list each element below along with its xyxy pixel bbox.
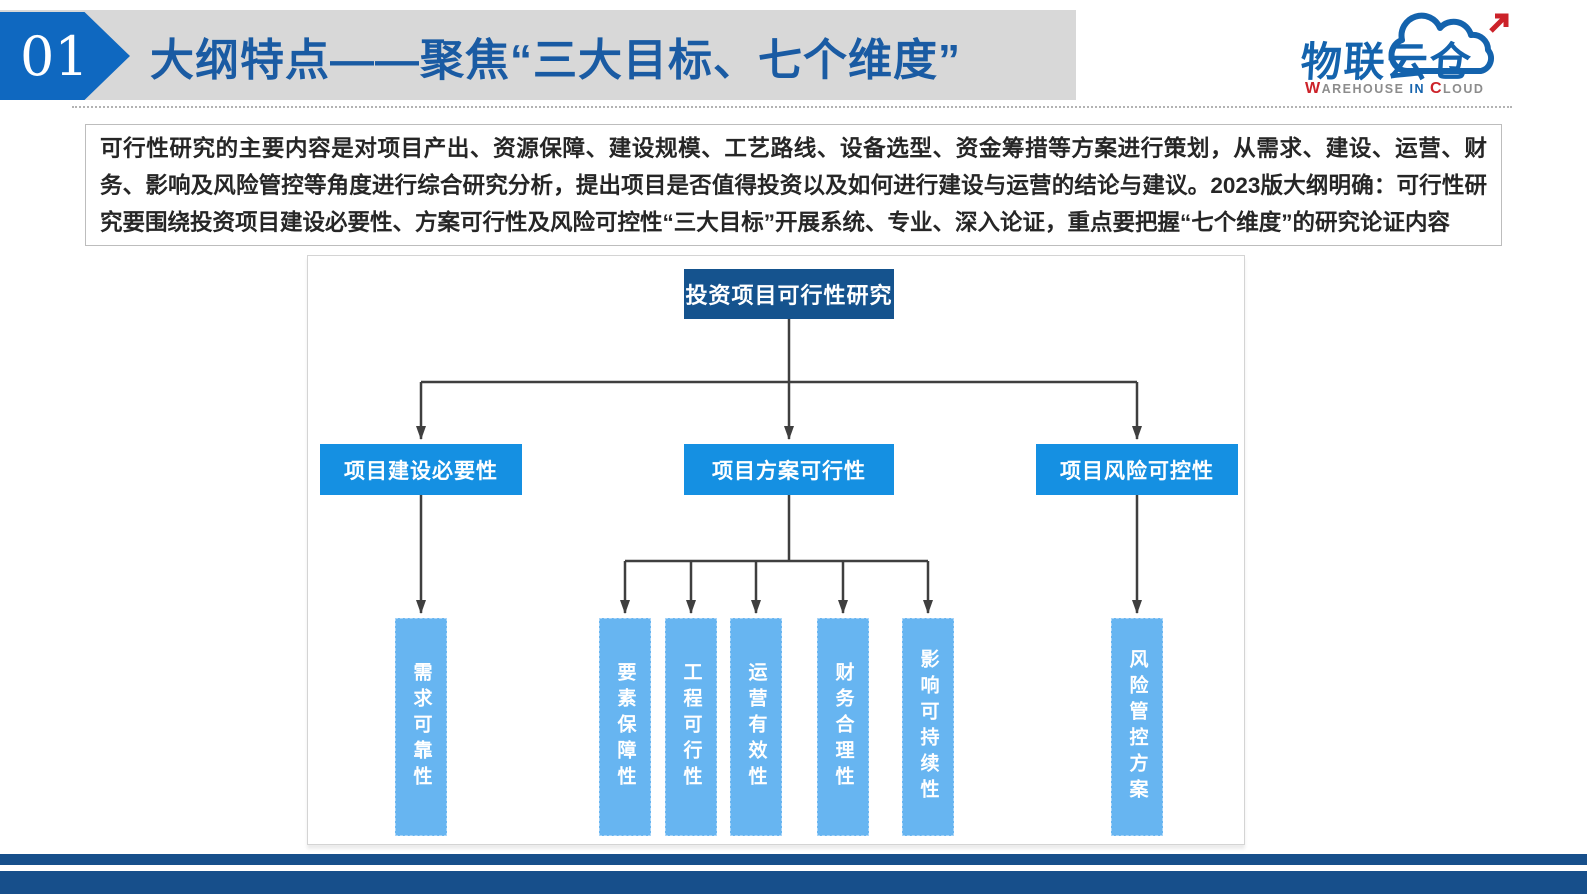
leaf-node: 工程可行性 xyxy=(665,618,717,836)
leaf-node: 财务合理性 xyxy=(817,618,869,836)
header-bar xyxy=(0,10,1076,100)
leaf-node: 要素保障性 xyxy=(599,618,651,836)
section-number: 01 xyxy=(20,24,89,88)
logo-subtitle-segment: LOUD xyxy=(1443,82,1485,96)
branch-node-feasibility: 项目方案可行性 xyxy=(684,444,894,495)
logo-subtitle-segment: AREHOUSE xyxy=(1321,82,1405,96)
diagram-panel: 投资项目可行性研究 项目建设必要性 项目方案可行性 项目风险可控性 需求可靠性 … xyxy=(307,255,1245,845)
branch-node-necessity: 项目建设必要性 xyxy=(320,444,522,495)
intro-text: 可行性研究的主要内容是对项目产出、资源保障、建设规模、工艺路线、设备选型、资金筹… xyxy=(100,136,1487,235)
footer-bar-thick xyxy=(0,871,1587,894)
leaf-node: 需求可靠性 xyxy=(395,618,447,836)
logo-subtitle-segment: N xyxy=(1414,82,1425,96)
logo-subtitle-segment: I xyxy=(1409,82,1415,96)
logo-text: 物联云仓 xyxy=(1299,39,1474,85)
leaf-node: 影响可持续性 xyxy=(902,618,954,836)
cloud-icon xyxy=(1388,12,1509,74)
footer-bar-thin xyxy=(0,854,1587,865)
page-title: 大纲特点——聚焦“三大目标、七个维度” xyxy=(150,36,961,85)
branch-node-risk: 项目风险可控性 xyxy=(1036,444,1238,495)
leaf-node: 运营有效性 xyxy=(730,618,782,836)
dotted-divider xyxy=(72,106,1512,108)
intro-text-box: 可行性研究的主要内容是对项目产出、资源保障、建设规模、工艺路线、设备选型、资金筹… xyxy=(85,124,1502,246)
connector-arrows xyxy=(416,319,1142,614)
leaf-node: 风险管控方案 xyxy=(1111,618,1163,836)
logo-subtitle-segment: W xyxy=(1305,80,1322,97)
logo-subtitle-segment: C xyxy=(1429,80,1444,97)
red-arrow-icon xyxy=(1489,13,1509,33)
root-node: 投资项目可行性研究 xyxy=(684,269,894,319)
